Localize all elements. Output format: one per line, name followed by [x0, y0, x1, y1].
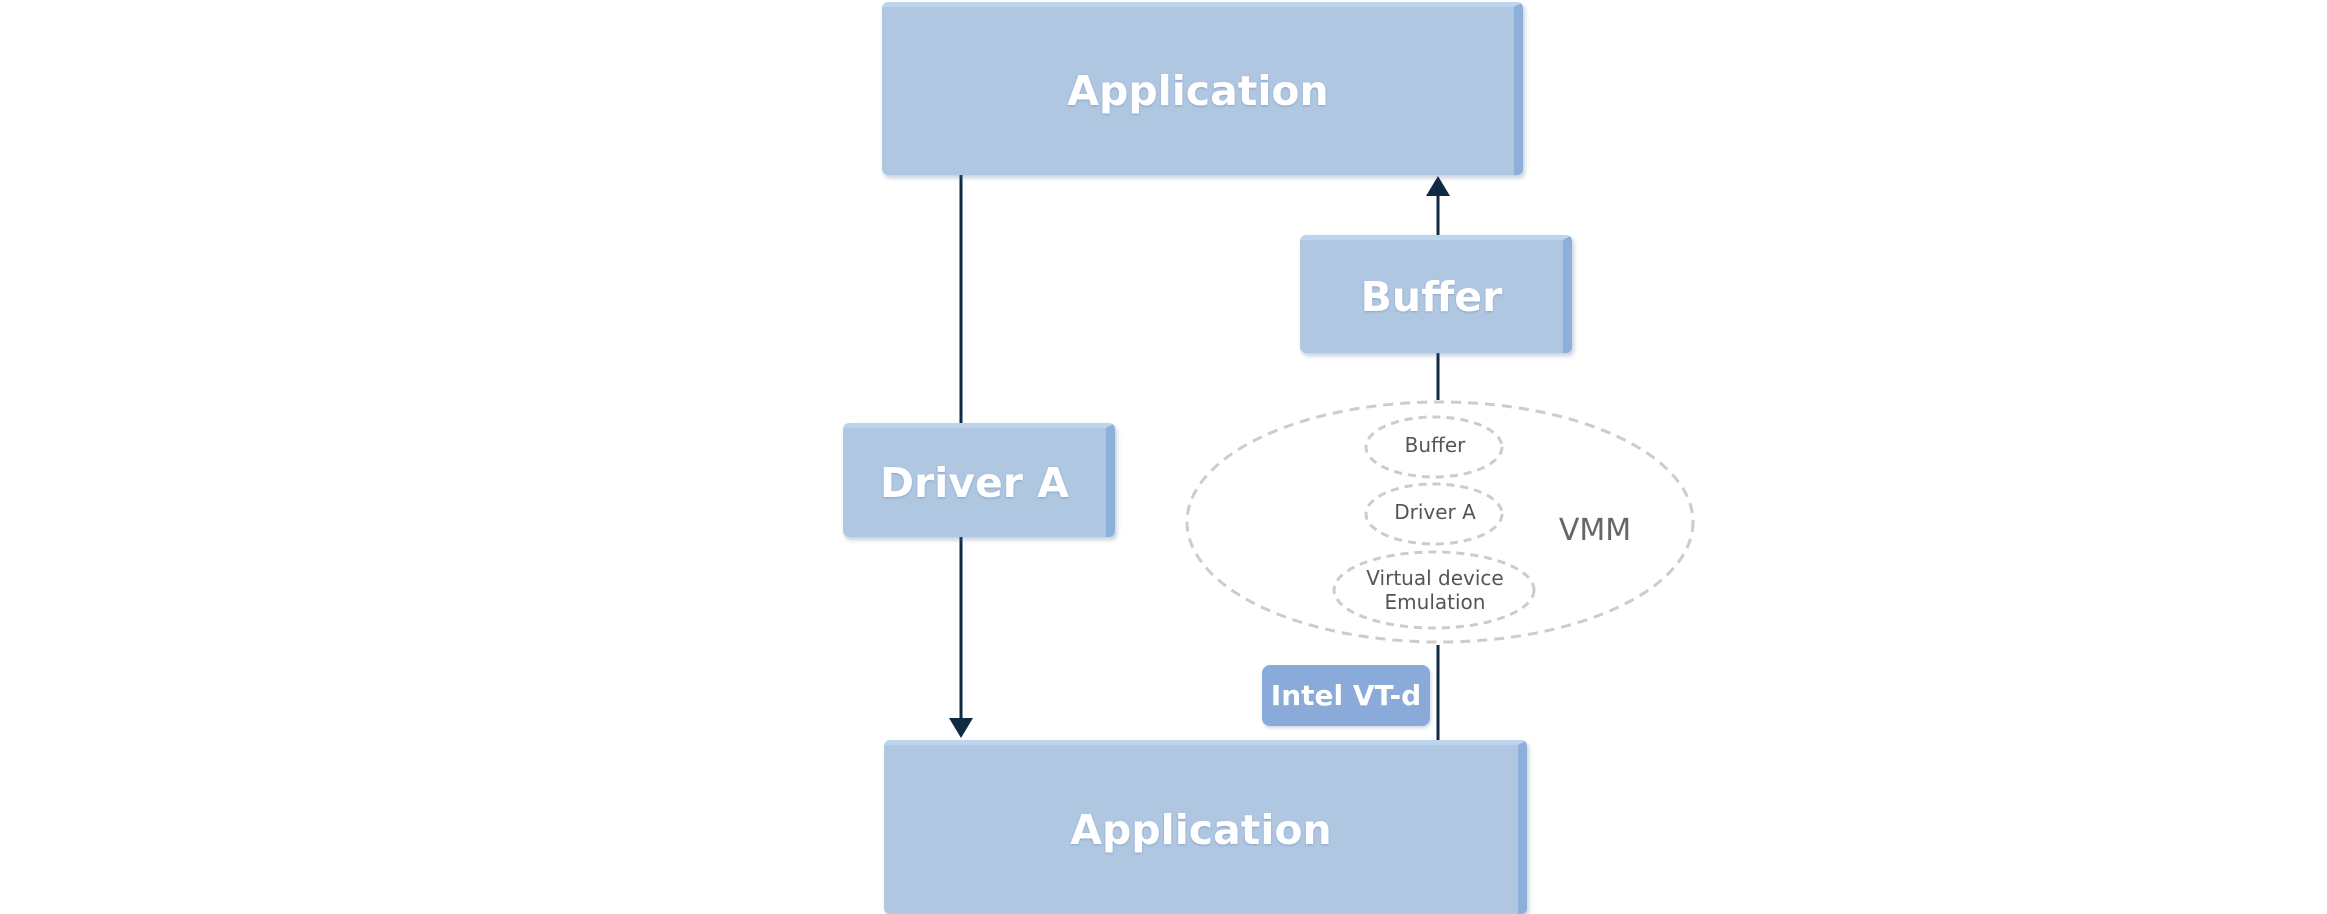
inner-vde-ellipse — [1332, 550, 1536, 630]
buffer-label: Buffer — [1360, 272, 1503, 321]
driver-a-block: Driver A — [843, 423, 1115, 537]
application-bottom-block: Application — [884, 740, 1527, 914]
vmm-label: VMM — [1558, 513, 1632, 548]
vmm-inner-virtual-device-label: Virtual device Emulation — [1330, 566, 1540, 614]
vmm-ellipse — [1185, 400, 1695, 644]
arrowhead-down-icon — [949, 718, 973, 738]
buffer-block: Buffer — [1300, 235, 1572, 353]
vmm-inner-buffer-label: Buffer — [1404, 433, 1466, 457]
inner-buffer-ellipse — [1364, 415, 1504, 479]
arrowhead-up-icon — [1426, 176, 1450, 196]
virtual-device-line2: Emulation — [1384, 590, 1486, 614]
application-top-label: Application — [1067, 67, 1329, 115]
virtual-device-line1: Virtual device — [1366, 566, 1504, 590]
vmm-inner-driver-label: Driver A — [1394, 500, 1476, 524]
application-top-block: Application — [882, 2, 1523, 175]
driver-a-label: Driver A — [879, 458, 1070, 507]
inner-driver-ellipse — [1364, 482, 1504, 546]
intel-vtd-badge: Intel VT-d — [1262, 665, 1430, 726]
intel-vtd-label: Intel VT-d — [1270, 679, 1422, 712]
application-bottom-label: Application — [1070, 805, 1332, 854]
